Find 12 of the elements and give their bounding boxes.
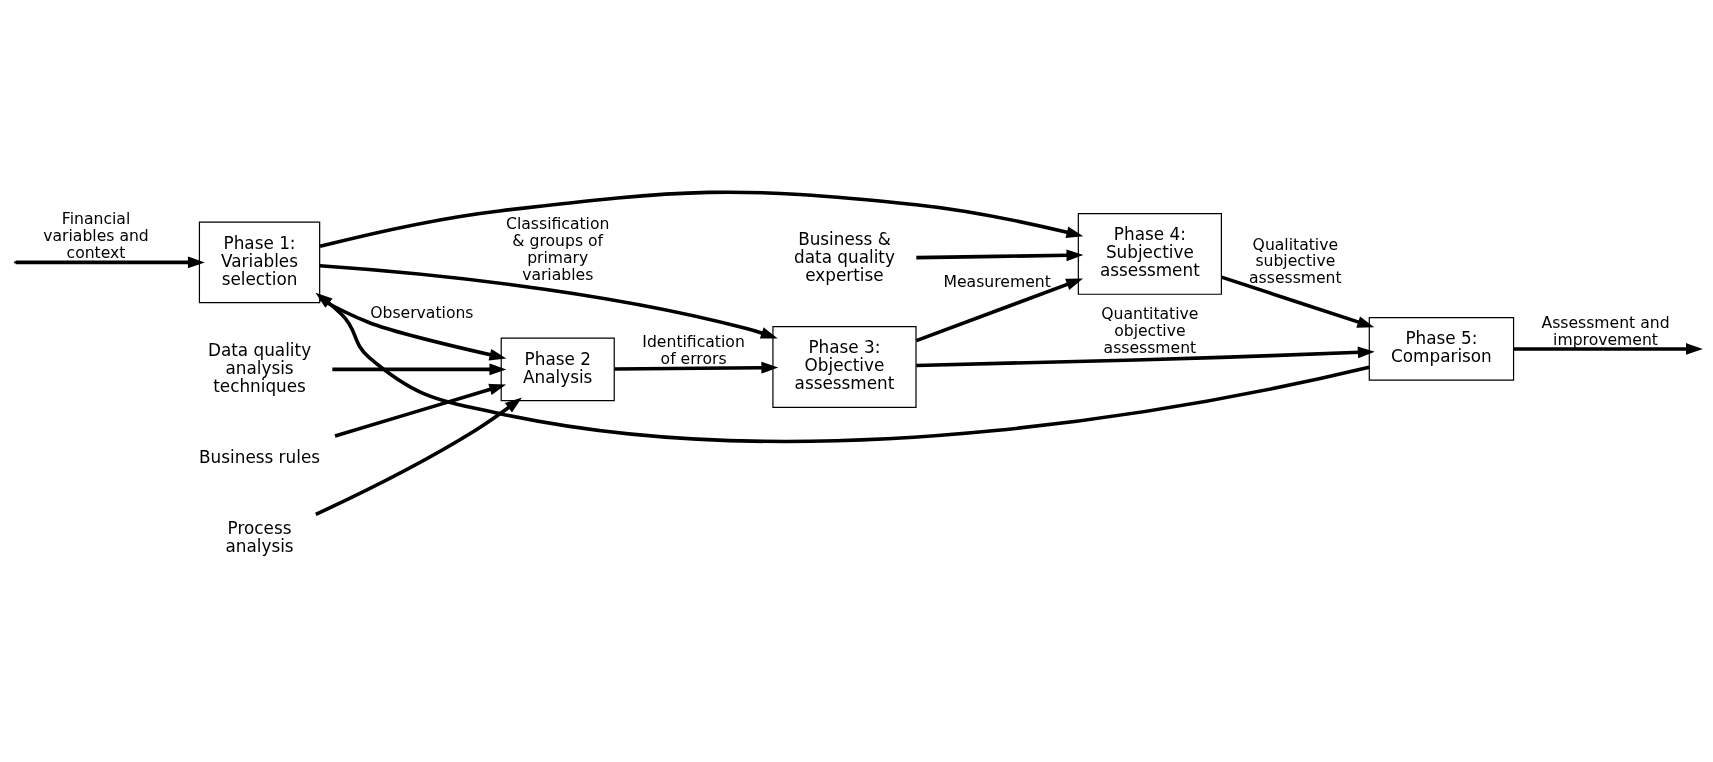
edge-label: Identification of errors	[642, 332, 745, 368]
node-text: Process analysis	[225, 518, 294, 557]
edge-label: Measurement	[943, 271, 1051, 291]
node-text: Data quality analysis techniques	[207, 339, 312, 396]
node-text: Business rules	[199, 446, 321, 467]
edge-label: Observations	[370, 303, 474, 323]
edge-label: Quantitative objective assessment	[1101, 304, 1199, 358]
edge-label: Assessment and improvement	[1541, 312, 1670, 349]
edge-label: Classification & groups of primary variables	[506, 214, 610, 284]
edge-label: Qualitative subjective assessment	[1249, 234, 1342, 288]
edge-label: Financial variables and context	[43, 209, 149, 263]
node-text: Business & data quality expertise	[794, 229, 895, 286]
